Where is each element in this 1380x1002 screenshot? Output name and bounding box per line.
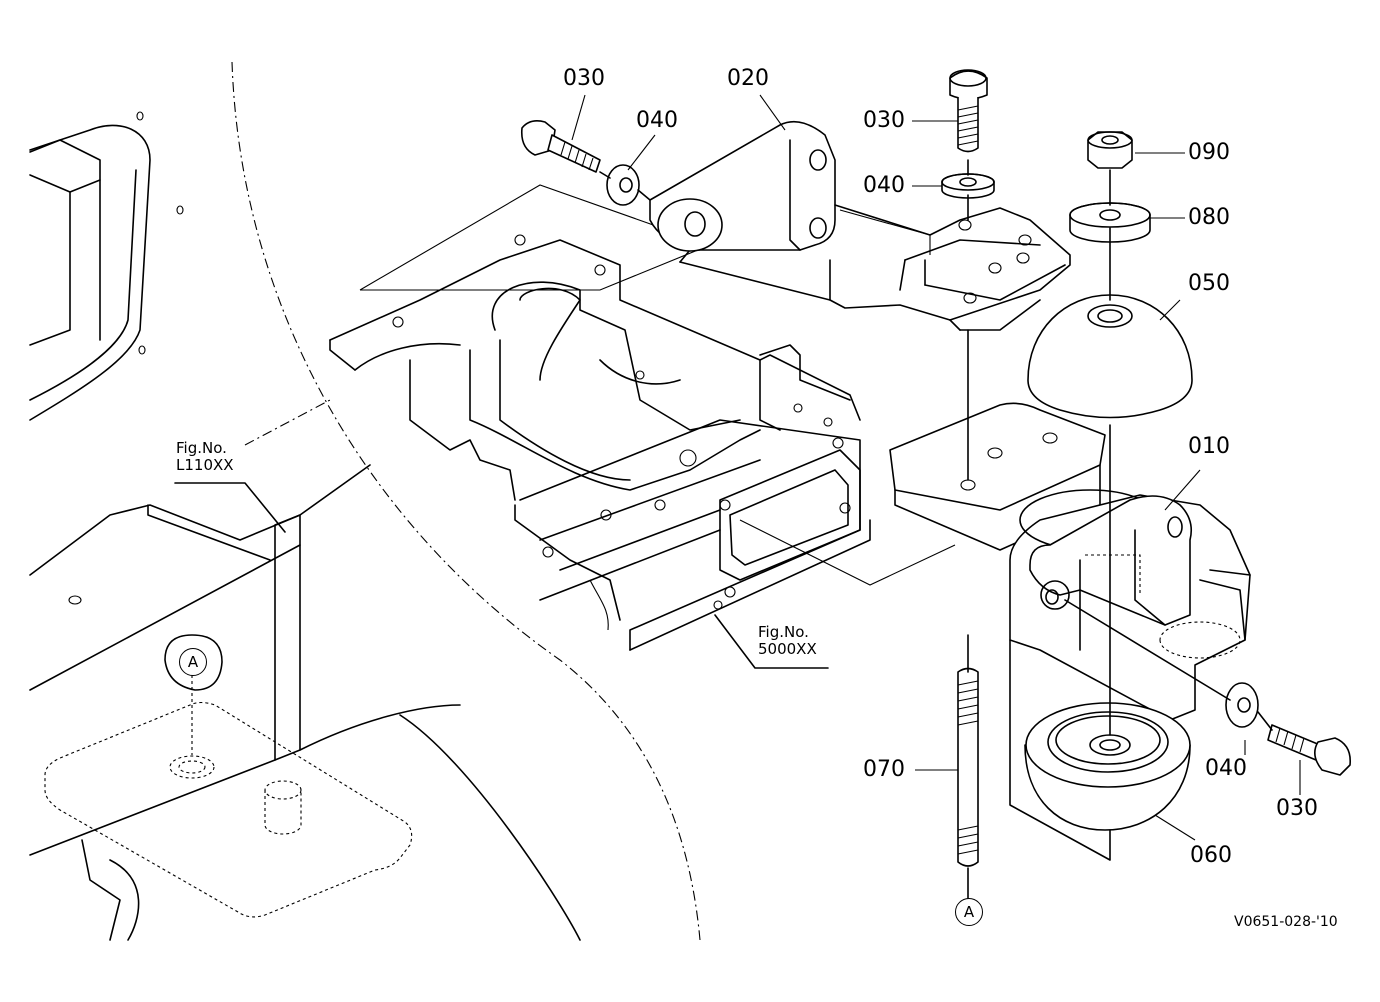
marker-a-bottom: A [955,898,983,926]
label-050: 050 [1188,271,1230,296]
bolt-030-bottom [1267,724,1352,776]
marker-a-left: A [179,648,207,676]
figure-ref-5000xx: Fig.No. 5000XX [758,623,817,659]
ref1-pointer [174,482,286,533]
label-010: 010 [1188,434,1230,459]
label-060: 060 [1190,843,1232,868]
figure-ref-l110xx: Fig.No. L110XX [176,439,234,475]
ref2-pointer [714,614,829,669]
label-040-bottom: 040 [1205,756,1247,781]
cab-fender-outline [29,61,701,941]
label-030-top-right: 030 [863,108,905,133]
bolt-030-left [520,120,601,173]
nut-090 [1087,131,1133,169]
mounting-plate [44,675,413,918]
ref1-leader [244,399,331,446]
label-040-right: 040 [863,173,905,198]
marker-a-left-bubble [164,634,223,691]
figure-ref-5000xx-line2: 5000XX [758,640,817,659]
washer-040-bottom [1225,682,1259,728]
label-030-top-left: 030 [563,66,605,91]
washer-040-right [941,173,995,199]
label-090: 090 [1188,140,1230,165]
label-080: 080 [1188,205,1230,230]
bracket-020 [649,120,1071,331]
assembly-axes [599,159,1273,861]
bolt-030-top [949,69,988,153]
ref2-line [739,519,956,586]
cushion-050 [1027,294,1193,419]
washer-040-top [606,164,640,206]
figure-ref-l110xx-line2: L110XX [176,456,234,475]
label-030-bottom: 030 [1276,796,1318,821]
label-070: 070 [863,757,905,782]
figure-ref-l110xx-line1: Fig.No. [176,439,227,457]
label-leaders [571,94,1301,841]
floor-panel [29,464,581,941]
gear-case [329,184,871,651]
label-020: 020 [727,66,769,91]
drawing-code: V0651-028-'10 [1234,914,1338,930]
stud-070 [957,634,979,899]
label-040-top: 040 [636,108,678,133]
figure-ref-5000xx-line1: Fig.No. [758,623,809,641]
cup-060 [1024,702,1191,831]
